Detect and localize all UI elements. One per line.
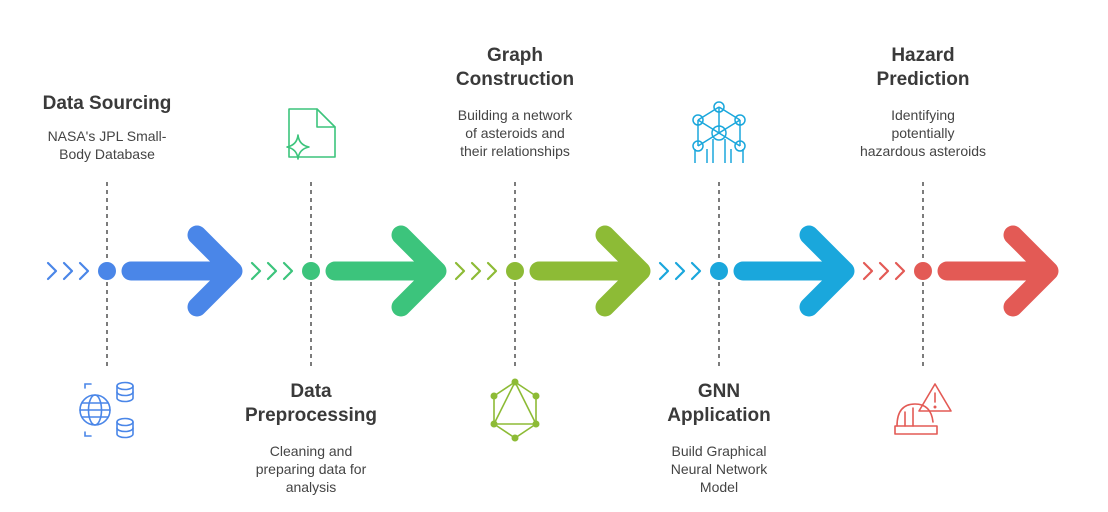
stage-description-hazard: Identifying potentially hazardous asteroid… xyxy=(833,106,1013,160)
description-line: NASA's JPL Small- xyxy=(47,128,167,144)
description-line: analysis xyxy=(285,479,337,495)
title-line: Prediction xyxy=(876,69,970,90)
stage-sourcing xyxy=(46,182,243,439)
chevron-icon xyxy=(658,261,670,281)
stage-hazard xyxy=(862,182,1059,435)
stage-dot xyxy=(710,262,728,280)
title-line: Construction xyxy=(455,69,575,90)
description-line: Building a network xyxy=(457,107,573,123)
stage-graph xyxy=(454,182,651,442)
description-line: preparing data for xyxy=(255,461,367,477)
chevron-icon xyxy=(690,261,702,281)
stage-description-preprocessing: Cleaning and preparing data for analysis xyxy=(221,442,401,496)
chevron-icon xyxy=(266,261,278,281)
stage-title-sourcing: Data Sourcing xyxy=(0,92,217,116)
title-line: Hazard xyxy=(891,45,955,66)
stage-dot xyxy=(506,262,524,280)
flow-arrow xyxy=(121,225,243,317)
stage-dot xyxy=(302,262,320,280)
title-line: Graph xyxy=(487,45,543,66)
description-line: Cleaning and xyxy=(269,443,353,459)
description-line: of asteroids and xyxy=(465,125,565,141)
hazard-warning-icon xyxy=(894,383,952,435)
chevron-icon xyxy=(674,261,686,281)
globe-database-icon xyxy=(79,381,134,439)
stage-dot xyxy=(914,262,932,280)
description-line: Identifying xyxy=(891,107,955,123)
stage-dot xyxy=(98,262,116,280)
title-line: Application xyxy=(667,405,771,426)
description-line: hazardous asteroids xyxy=(859,143,987,159)
chevron-icon xyxy=(46,261,58,281)
stage-title-gnn: GNN Application xyxy=(609,380,829,428)
flow-arrow xyxy=(529,225,651,317)
stage-description-sourcing: NASA's JPL Small- Body Database xyxy=(17,127,197,163)
stage-gnn xyxy=(658,101,855,370)
flow-arrow xyxy=(733,225,855,317)
chevron-icon xyxy=(894,261,906,281)
chevron-icon xyxy=(282,261,294,281)
description-line: Body Database xyxy=(59,146,155,162)
stage-preprocessing xyxy=(250,108,447,370)
chevron-icon xyxy=(78,261,90,281)
flow-arrow xyxy=(937,225,1059,317)
neural-network-icon xyxy=(692,101,746,163)
chevron-icon xyxy=(878,261,890,281)
title-line: Data Sourcing xyxy=(42,93,172,114)
description-line: their relationships xyxy=(460,143,570,159)
description-line: Neural Network xyxy=(670,461,768,477)
description-line: Build Graphical xyxy=(671,443,767,459)
title-line: Preprocessing xyxy=(245,405,377,426)
stage-description-graph: Building a network of asteroids and their … xyxy=(425,106,605,160)
title-line: Data xyxy=(290,381,332,402)
flow-arrow xyxy=(325,225,447,317)
description-line: Model xyxy=(699,479,739,495)
chevron-icon xyxy=(62,261,74,281)
document-sparkle-icon xyxy=(286,108,336,160)
chevron-icon xyxy=(862,261,874,281)
description-line: potentially xyxy=(891,125,955,141)
chevron-icon xyxy=(250,261,262,281)
chevron-icon xyxy=(470,261,482,281)
chevron-icon xyxy=(454,261,466,281)
graph-network-icon xyxy=(490,378,540,442)
chevron-icon xyxy=(486,261,498,281)
title-line: GNN xyxy=(697,381,741,402)
